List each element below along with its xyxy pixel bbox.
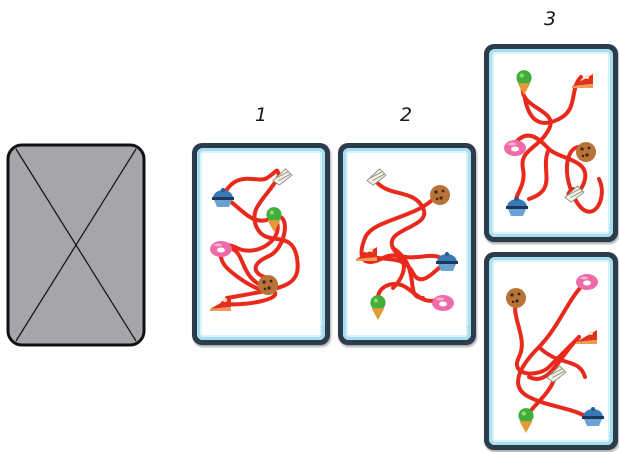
path-card-column-2[interactable] xyxy=(338,143,476,345)
donut-icon xyxy=(504,140,526,156)
card-face xyxy=(489,49,613,237)
donut-icon xyxy=(576,274,598,290)
corner-mark xyxy=(603,223,611,233)
pie-slice-icon xyxy=(210,297,231,311)
cupcake-icon xyxy=(506,197,528,216)
corner-mark xyxy=(603,431,611,441)
path-card-column-1[interactable] xyxy=(192,143,330,345)
path-card-column-3-top[interactable] xyxy=(484,44,618,242)
path-lines xyxy=(504,70,604,216)
cake-slice-icon xyxy=(366,168,387,186)
cookie-icon xyxy=(258,275,278,295)
column-label-2: 2 xyxy=(399,104,413,126)
cookie-icon xyxy=(430,185,450,205)
path-lines xyxy=(356,168,458,320)
column-label-3: 3 xyxy=(543,8,557,30)
treat-icons xyxy=(356,168,458,320)
cupcake-icon xyxy=(582,407,604,426)
donut-icon xyxy=(210,241,232,257)
column-label-1: 1 xyxy=(254,104,268,126)
card-back-graphic xyxy=(6,143,146,347)
ice-cream-icon xyxy=(370,295,386,320)
corner-mark xyxy=(315,326,323,336)
pie-slice-icon xyxy=(356,247,377,261)
cookie-icon xyxy=(506,288,526,308)
path-card-column-3-bottom[interactable] xyxy=(484,252,618,450)
draw-pile-card-back[interactable] xyxy=(6,143,146,347)
corner-mark xyxy=(461,326,469,336)
ice-cream-icon xyxy=(518,408,534,433)
path-lines xyxy=(506,274,604,433)
cookie-icon xyxy=(576,142,596,162)
ice-cream-icon xyxy=(516,70,532,95)
path-lines xyxy=(210,168,300,311)
card-face xyxy=(343,148,471,340)
card-face xyxy=(197,148,325,340)
donut-icon xyxy=(432,295,454,311)
card-face xyxy=(489,257,613,445)
